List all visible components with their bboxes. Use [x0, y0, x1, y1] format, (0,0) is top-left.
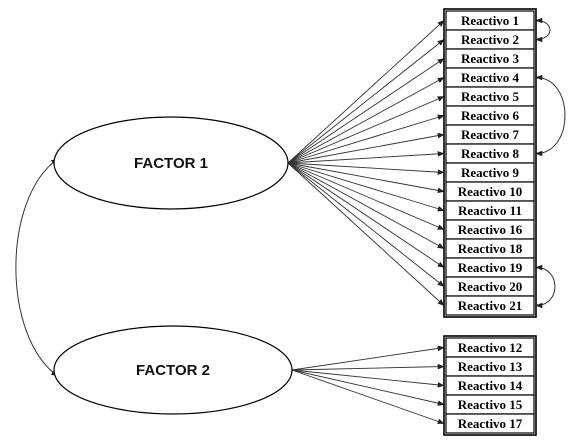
item-label: Reactivo 2 [461, 32, 519, 47]
loading-arrow-reactivo-12 [291, 345, 445, 371]
item-label: Reactivo 6 [461, 108, 520, 123]
loading-arrows [287, 20, 445, 425]
covariance-arrow-reactivo-19-reactivo-21 [535, 264, 556, 309]
factors: FACTOR 1 FACTOR 2 [53, 116, 293, 415]
item-reactivo-13: Reactivo 13 [445, 356, 535, 377]
loading-arrow-reactivo-6 [287, 114, 445, 164]
item-label: Reactivo 15 [458, 397, 523, 412]
item-reactivo-17: Reactivo 17 [445, 413, 535, 434]
loading-arrow-reactivo-1 [287, 20, 445, 164]
loading-arrow-reactivo-8 [287, 151, 445, 164]
item-reactivo-6: Reactivo 6 [445, 105, 535, 126]
loading-arrow-reactivo-2 [287, 39, 445, 164]
covariance-arrows [15, 17, 566, 377]
item-reactivo-5: Reactivo 5 [445, 86, 535, 107]
item-reactivo-10: Reactivo 10 [445, 181, 535, 202]
loading-arrow-reactivo-4 [287, 77, 445, 164]
loading-arrow-reactivo-7 [287, 132, 445, 164]
item-group-1: Reactivo 1 Reactivo 2 Reactivo 3 Reactivo 4… [443, 8, 537, 318]
item-box [445, 413, 535, 434]
item-box [445, 295, 535, 316]
loading-arrow-reactivo-3 [287, 58, 445, 164]
loading-arrow-reactivo-16 [287, 162, 445, 230]
item-reactivo-18: Reactivo 18 [445, 238, 535, 259]
item-reactivo-20: Reactivo 20 [445, 276, 535, 297]
item-label: Reactivo 1 [461, 13, 519, 28]
item-reactivo-2: Reactivo 2 [445, 29, 535, 50]
item-label: Reactivo 18 [458, 241, 523, 256]
item-label: Reactivo 4 [461, 70, 520, 85]
item-label: Reactivo 13 [458, 359, 523, 374]
loading-arrow-reactivo-17 [291, 369, 445, 425]
item-reactivo-8: Reactivo 8 [445, 143, 535, 164]
loading-arrow-reactivo-15 [291, 369, 445, 406]
item-reactivo-16: Reactivo 16 [445, 219, 535, 240]
item-reactivo-3: Reactivo 3 [445, 48, 535, 69]
factor-factor-1: FACTOR 1 [53, 116, 289, 210]
factor-factor-2: FACTOR 2 [53, 325, 293, 415]
item-reactivo-14: Reactivo 14 [445, 375, 535, 396]
item-label: Reactivo 7 [461, 127, 520, 142]
item-reactivo-19: Reactivo 19 [445, 257, 535, 278]
loading-arrow-reactivo-19 [287, 162, 445, 268]
item-label: Reactivo 11 [458, 203, 522, 218]
covariance-arrow-reactivo-1-reactivo-2 [535, 17, 551, 43]
item-label: Reactivo 10 [458, 184, 523, 199]
item-reactivo-1: Reactivo 1 [445, 10, 535, 31]
loading-arrow-reactivo-21 [287, 162, 445, 306]
item-label: Reactivo 3 [461, 51, 520, 66]
item-reactivo-7: Reactivo 7 [445, 124, 535, 145]
item-group-outline [443, 335, 537, 436]
factor-ellipse [53, 116, 289, 210]
loading-arrow-reactivo-18 [287, 162, 445, 249]
item-label: Reactivo 16 [458, 222, 523, 237]
item-reactivo-11: Reactivo 11 [445, 200, 535, 221]
loading-arrow-reactivo-11 [287, 162, 445, 212]
item-label: Reactivo 19 [458, 260, 523, 275]
item-group-2: Reactivo 12 Reactivo 13 Reactivo 14 Reactiv… [443, 335, 537, 436]
factor-ellipse [53, 325, 293, 415]
item-reactivo-4: Reactivo 4 [445, 67, 535, 88]
factor-label: FACTOR 1 [134, 155, 208, 172]
item-label: Reactivo 20 [458, 279, 523, 294]
loading-arrow-reactivo-20 [287, 162, 445, 287]
covariance-arrow-reactivo-4-reactivo-8 [535, 74, 566, 157]
factor-covariance-arrow [15, 158, 59, 377]
loading-arrow-reactivo-10 [287, 162, 445, 194]
loading-arrow-reactivo-5 [287, 96, 445, 164]
loading-arrow-reactivo-9 [287, 162, 445, 175]
item-label: Reactivo 17 [458, 416, 523, 431]
item-label: Reactivo 12 [458, 340, 523, 355]
item-label: Reactivo 8 [461, 146, 520, 161]
item-group-outline [443, 8, 537, 318]
item-label: Reactivo 21 [458, 298, 523, 313]
item-label: Reactivo 14 [458, 378, 523, 393]
item-reactivo-15: Reactivo 15 [445, 394, 535, 415]
loading-arrow-reactivo-13 [291, 363, 445, 371]
item-reactivo-21: Reactivo 21 [445, 295, 535, 316]
item-label: Reactivo 9 [461, 165, 520, 180]
item-groups: Reactivo 1 Reactivo 2 Reactivo 3 Reactivo 4… [443, 8, 537, 436]
item-label: Reactivo 5 [461, 89, 520, 104]
factor-label: FACTOR 2 [136, 362, 210, 379]
item-reactivo-9: Reactivo 9 [445, 162, 535, 183]
loading-arrow-reactivo-14 [291, 369, 445, 388]
item-reactivo-12: Reactivo 12 [445, 337, 535, 358]
